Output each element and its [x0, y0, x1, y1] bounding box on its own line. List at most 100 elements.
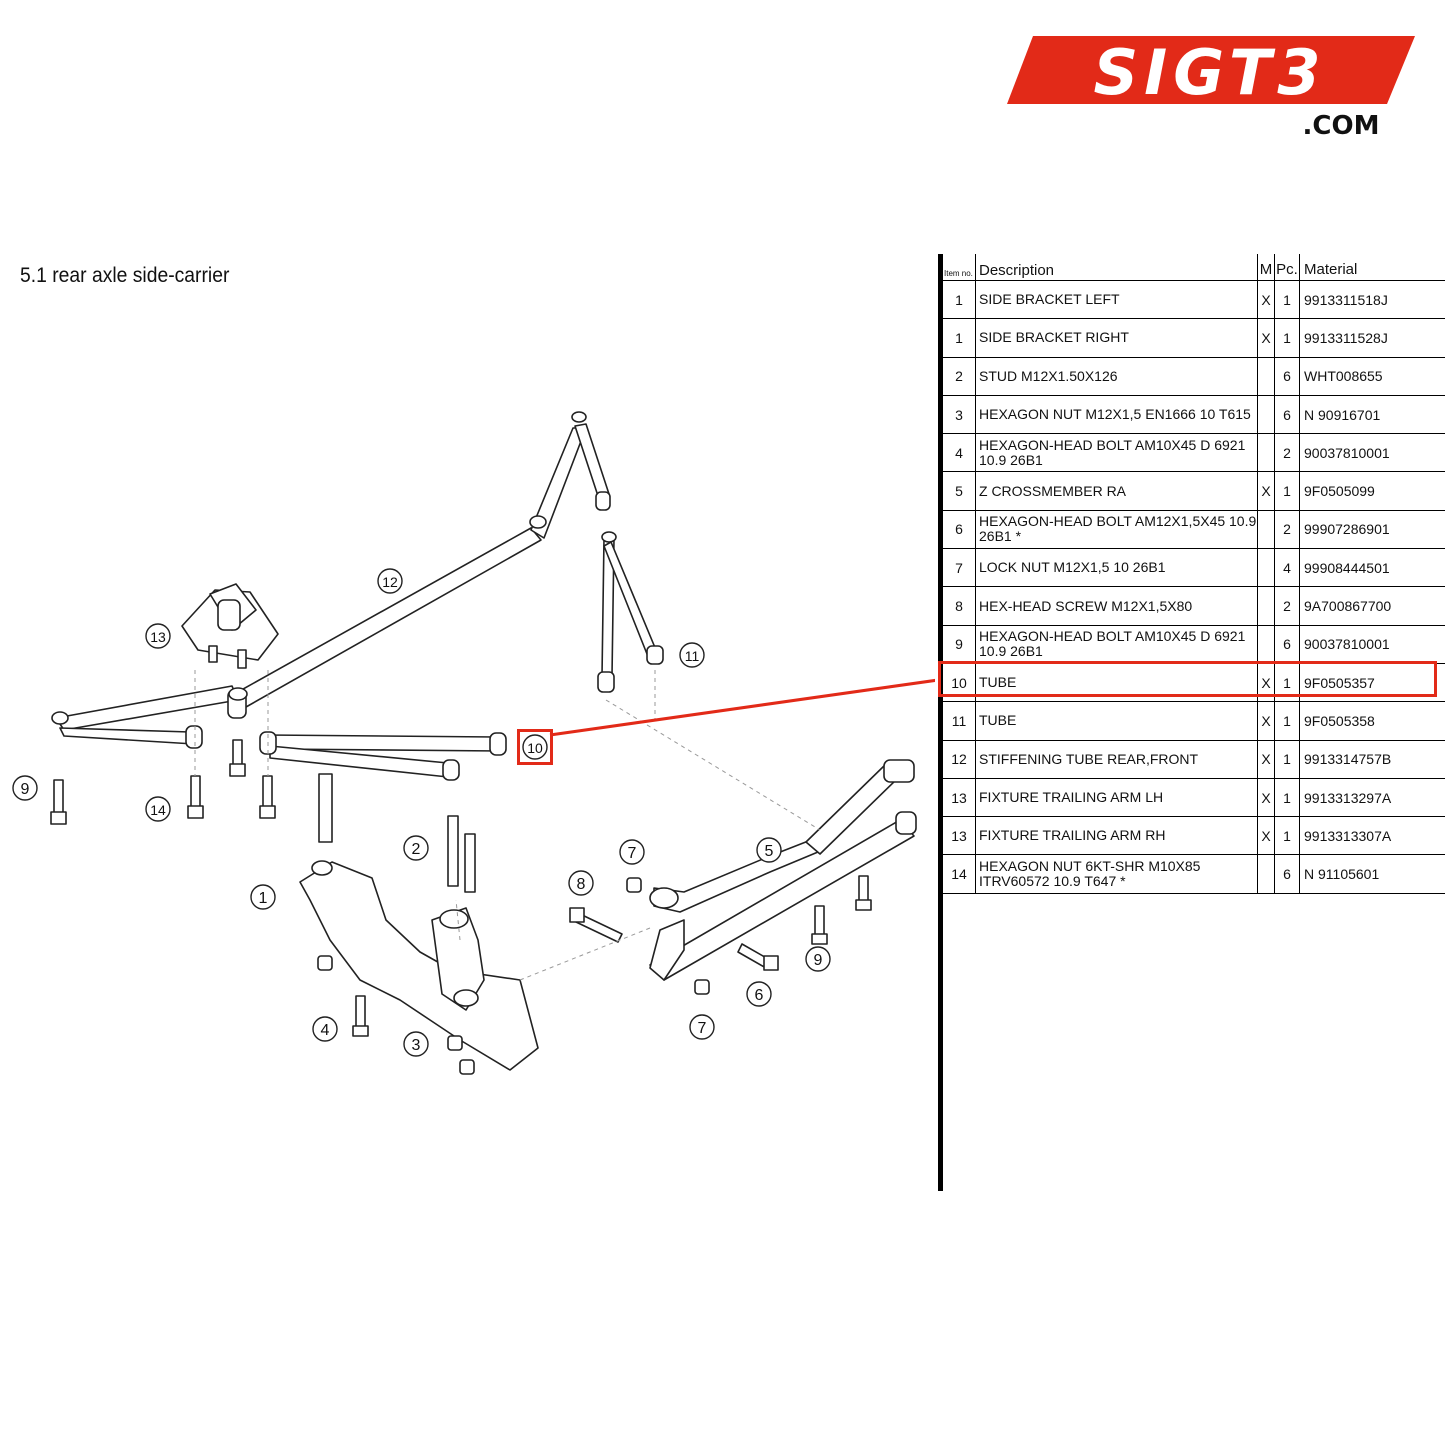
svg-text:3: 3 [412, 1037, 421, 1054]
callout-6[interactable]: 6 [746, 981, 772, 1007]
header-pc: Pc. [1274, 254, 1300, 281]
row-material: 9F0505099 [1299, 471, 1445, 511]
bolts-row [50, 739, 476, 893]
callout-9-left[interactable]: 9 [12, 775, 38, 801]
exploded-diagram: 1 2 3 4 5 6 7 7 8 9 9 10 11 12 13 14 [12, 411, 935, 1075]
row-m: X [1257, 816, 1275, 856]
row-material: 9913313297A [1299, 778, 1445, 818]
row-pc: 6 [1274, 854, 1300, 894]
row-description: LOCK NUT M12X1,5 10 26B1 [975, 548, 1258, 588]
callout-9-right[interactable]: 9 [805, 946, 831, 972]
row-material: 90037810001 [1299, 625, 1445, 664]
tube-11 [597, 531, 664, 693]
sigt3-logo[interactable]: SIGT3 .COM [1005, 30, 1417, 140]
logo-wordmark: SIGT3 [1094, 36, 1327, 109]
row-pc: 2 [1274, 510, 1300, 550]
row-material: 9913311518J [1299, 280, 1445, 320]
logo-banner [1007, 36, 1415, 104]
callout-1[interactable]: 1 [250, 884, 276, 910]
row-m: X [1257, 740, 1275, 779]
callout-7-bottom[interactable]: 7 [689, 1014, 715, 1040]
row-material: 99907286901 [1299, 510, 1445, 550]
row-pc: 1 [1274, 280, 1300, 320]
row-description: HEXAGON NUT 6KT-SHR M10X85 ITRV60572 10.… [975, 854, 1258, 894]
row-description: Z CROSSMEMBER RA [975, 471, 1258, 511]
row-item-no: 2 [943, 357, 976, 396]
callout-7-top[interactable]: 7 [619, 839, 645, 865]
stiffening-tube-12 [51, 411, 611, 749]
row-item-no: 3 [943, 395, 976, 435]
svg-text:11: 11 [685, 648, 700, 664]
callout-4[interactable]: 4 [312, 1016, 338, 1042]
svg-text:7: 7 [698, 1020, 707, 1037]
highlight-leader-line [549, 678, 935, 737]
callout-2[interactable]: 2 [403, 835, 429, 861]
row-item-no: 1 [943, 318, 976, 358]
svg-text:1: 1 [259, 890, 268, 907]
row-m: X [1257, 778, 1275, 818]
row-item-no: 1 [943, 280, 976, 320]
row-description: STUD M12X1.50X126 [975, 357, 1258, 396]
row-material: 90037810001 [1299, 433, 1445, 473]
row-material: 9A700867700 [1299, 586, 1445, 626]
callout-10[interactable]: 10 [522, 734, 548, 760]
row-item-no: 5 [943, 471, 976, 511]
row-pc: 1 [1274, 318, 1300, 358]
callout-14[interactable]: 14 [145, 796, 171, 822]
row-material: 9F0505358 [1299, 701, 1445, 741]
row-description: HEXAGON-HEAD BOLT AM10X45 D 6921 10.9 26… [975, 625, 1258, 664]
row-description: SIDE BRACKET RIGHT [975, 318, 1258, 358]
svg-text:12: 12 [382, 574, 398, 590]
row-description: FIXTURE TRAILING ARM RH [975, 816, 1258, 856]
row-m [1257, 586, 1275, 626]
callout-5[interactable]: 5 [756, 837, 782, 863]
row-pc: 6 [1274, 395, 1300, 435]
row-m: X [1257, 701, 1275, 741]
table-header-row: Item no. Description M Pc. Material [943, 254, 1445, 281]
row-item-no: 13 [943, 778, 976, 818]
row-m [1257, 548, 1275, 588]
row-pc: 1 [1274, 471, 1300, 511]
row-description: HEX-HEAD SCREW M12X1,5X80 [975, 586, 1258, 626]
highlight-row-box [938, 661, 1437, 697]
fixture-trailing-arm-13 [181, 583, 279, 669]
row-m: X [1257, 280, 1275, 320]
table-divider [938, 254, 943, 1191]
row-m: X [1257, 471, 1275, 511]
callout-8[interactable]: 8 [568, 870, 594, 896]
row-m [1257, 510, 1275, 550]
row-description: HEXAGON-HEAD BOLT AM12X1,5X45 10.9 26B1 … [975, 510, 1258, 550]
callout-11[interactable]: 11 [679, 642, 705, 668]
row-pc: 1 [1274, 778, 1300, 818]
callout-13[interactable]: 13 [145, 623, 171, 649]
svg-text:2: 2 [412, 841, 421, 858]
section-title: 5.1 rear axle side-carrier [20, 264, 230, 287]
svg-text:14: 14 [150, 802, 166, 818]
row-item-no: 13 [943, 816, 976, 856]
highlight-callout-box [517, 729, 553, 765]
fasteners [317, 875, 872, 1075]
row-pc: 6 [1274, 625, 1300, 664]
z-crossmember-5 [649, 759, 917, 981]
svg-text:10: 10 [527, 740, 543, 756]
row-material: 9913311528J [1299, 318, 1445, 358]
row-description: HEXAGON NUT M12X1,5 EN1666 10 T615 [975, 395, 1258, 435]
callout-3[interactable]: 3 [403, 1031, 429, 1057]
callout-12[interactable]: 12 [377, 568, 403, 594]
row-m [1257, 357, 1275, 396]
